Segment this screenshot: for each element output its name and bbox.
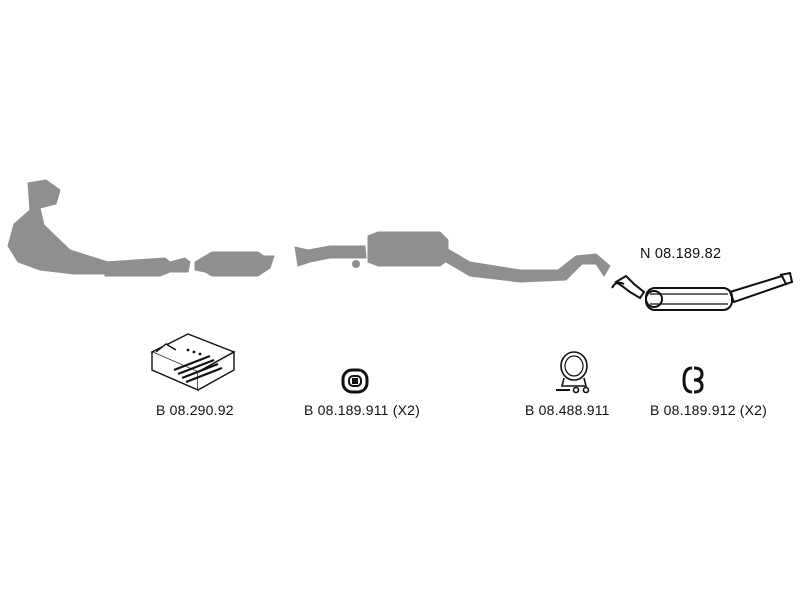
clamp-icon (556, 351, 590, 394)
rear-muffler-drawing (611, 271, 794, 311)
rubber-hanger-a-code: B 08.189.911 (X2) (304, 402, 420, 418)
middle-muffler (367, 231, 449, 267)
front-downpipe (7, 179, 109, 275)
rear-muffler-code: N 08.189.82 (640, 246, 722, 262)
intermediate-pipe (294, 245, 367, 267)
rubber-hanger-b-code: B 08.189.912 (X2) (650, 402, 768, 418)
tail-pipe (728, 274, 788, 304)
front-pipe (104, 257, 191, 277)
muffler-body (645, 287, 733, 311)
inlet-pipe (614, 274, 646, 300)
rear-connecting-pipe (445, 247, 611, 283)
clamp-code: B 08.488.911 (525, 402, 610, 418)
rubber-hanger-a-icon (341, 368, 369, 394)
mounting-kit-box-icon (150, 333, 236, 392)
rubber-hanger-b-icon (682, 366, 704, 394)
catalytic-converter (194, 251, 275, 277)
pipe-joint-marker (352, 260, 360, 268)
mounting-kit-code: B 08.290.92 (156, 402, 234, 418)
